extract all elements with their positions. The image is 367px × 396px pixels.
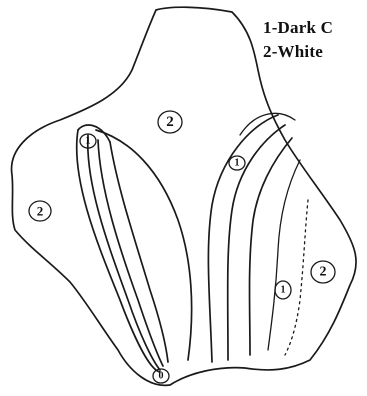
- svg-text:1: 1: [86, 136, 91, 147]
- left-band-inner-1: [88, 135, 160, 370]
- svg-text:0: 0: [159, 371, 164, 382]
- label-band-1-bottom: 0: [153, 369, 169, 383]
- label-area-2-top: 2: [158, 111, 182, 133]
- right-band-line-1: [208, 115, 278, 362]
- outer-boundary: [12, 7, 357, 385]
- svg-text:2: 2: [37, 204, 44, 219]
- svg-text:1: 1: [281, 285, 286, 296]
- right-band-dotted: [285, 200, 308, 355]
- right-band-top-arc: [240, 113, 295, 135]
- label-band-1-upper-left: 1: [80, 134, 96, 148]
- legend-white: 2-White: [263, 42, 323, 62]
- svg-text:1: 1: [235, 158, 240, 169]
- label-area-2-right: 2: [311, 261, 335, 283]
- left-band-inner-2: [98, 140, 163, 366]
- right-band-line-3: [250, 138, 293, 355]
- svg-text:2: 2: [320, 265, 327, 280]
- legend-dark-c: 1-Dark C: [263, 18, 333, 38]
- svg-text:2: 2: [166, 114, 174, 130]
- label-band-1-lower-right: 1: [275, 281, 291, 299]
- label-band-1-upper-right: 1: [229, 156, 245, 170]
- label-area-2-left: 2: [29, 201, 51, 221]
- right-band-line-4: [268, 160, 300, 350]
- middle-divider-curve: [96, 130, 192, 360]
